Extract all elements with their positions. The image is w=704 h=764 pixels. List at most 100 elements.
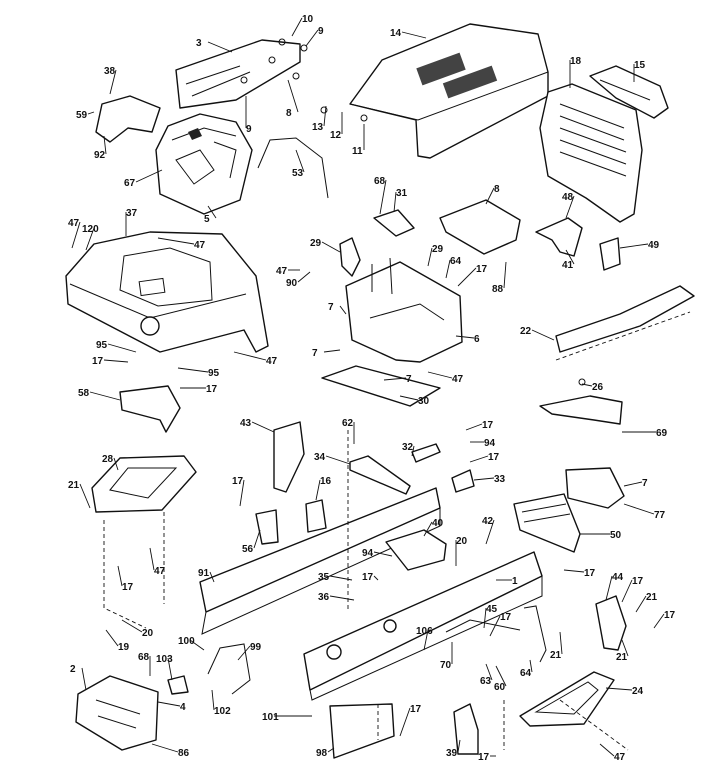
leader-line (297, 271, 311, 283)
part-callout-label: 17 (664, 610, 676, 621)
leader-line (157, 237, 195, 245)
leader-line (329, 595, 355, 601)
leader-line (237, 645, 251, 661)
frame-rail-left-part (199, 487, 441, 635)
plate-part (95, 95, 161, 143)
support-frame-part (321, 257, 463, 407)
leader-line (473, 477, 495, 481)
part-callout-label: 62 (342, 418, 354, 429)
leader-line (623, 481, 643, 487)
part-callout-label: 63 (480, 676, 492, 687)
part-callout-label: 15 (634, 60, 646, 71)
part-callout-label: 17 (122, 582, 134, 593)
leader-line (483, 607, 487, 629)
leader-line (251, 421, 275, 433)
part-callout-label: 17 (476, 264, 488, 275)
part-callout-label: 102 (214, 706, 231, 717)
bracket-44-part (595, 595, 627, 651)
part-callout-label: 35 (318, 572, 330, 583)
leader-line (329, 575, 353, 581)
part-callout-label: 98 (316, 748, 328, 759)
plate-69-part (539, 378, 623, 425)
grille-bar-part (589, 65, 669, 119)
leader-line (89, 391, 121, 401)
leader-line (327, 747, 335, 753)
lever-99-part (207, 643, 251, 695)
leader-line (621, 579, 633, 603)
part-callout-label: 47 (266, 356, 278, 367)
panel-8-part (439, 199, 521, 255)
part-callout-label: 47 (452, 374, 464, 385)
leader-line (291, 17, 303, 37)
leader-line (207, 205, 217, 219)
leader-line (189, 639, 205, 651)
part-callout-label: 40 (432, 518, 444, 529)
leader-line (411, 445, 415, 457)
leader-line (85, 227, 95, 251)
bracket-49-part (599, 237, 621, 271)
part-callout-label: 16 (320, 476, 332, 487)
bracket-16-part (305, 499, 327, 533)
leader-line (469, 455, 489, 463)
leader-line (315, 479, 321, 501)
leader-line (605, 687, 633, 691)
part-callout-label: 7 (312, 348, 318, 359)
leader-line (485, 663, 493, 681)
part-callout-label: 95 (96, 340, 108, 351)
part-callout-label: 9 (318, 26, 324, 37)
leader-line (233, 351, 267, 361)
leader-line (455, 335, 475, 339)
leader-line (565, 195, 575, 219)
part-callout-label: 64 (450, 256, 462, 267)
leader-line (605, 575, 613, 601)
part-callout-label: 18 (570, 56, 582, 67)
leader-line (399, 395, 419, 401)
part-callout-label: 38 (104, 66, 116, 77)
part-callout-label: 58 (78, 388, 90, 399)
leader-line (287, 79, 299, 113)
leader-line (87, 111, 95, 115)
part-callout-label: 45 (486, 604, 498, 615)
part-callout-label: 101 (262, 712, 279, 723)
bracket-48-part (535, 217, 583, 257)
axle-support-part (513, 493, 581, 553)
hood-part (349, 23, 549, 159)
leader-line (635, 595, 647, 613)
part-callout-label: 68 (138, 652, 150, 663)
part-callout-label: 24 (632, 686, 644, 697)
part-callout-label: 17 (410, 704, 422, 715)
leader-line (485, 187, 495, 205)
leader-line (209, 571, 215, 583)
leader-line (149, 547, 155, 571)
part-callout-label: 68 (374, 176, 386, 187)
grille-part (539, 83, 643, 223)
part-callout-label: 17 (232, 476, 244, 487)
part-callout-label: 21 (646, 592, 658, 603)
leader-line (465, 423, 483, 431)
part-callout-label: 8 (494, 184, 500, 195)
assembly-lines (103, 430, 629, 751)
part-callout-label: 49 (648, 240, 660, 251)
leader-line (295, 149, 305, 173)
leader-line (321, 241, 341, 253)
leader-line (485, 519, 495, 545)
leader-line (157, 701, 181, 707)
leader-line (113, 457, 119, 471)
part-callout-label: 56 (242, 544, 254, 555)
part-callout-label: 29 (432, 244, 444, 255)
part-callout-label: 67 (124, 178, 136, 189)
leader-line (457, 267, 477, 287)
part-callout-label: 100 (178, 636, 195, 647)
leader-line (207, 41, 233, 53)
part-callout-label: 44 (612, 572, 624, 583)
leader-line (427, 371, 453, 379)
part-callout-label: 48 (562, 192, 574, 203)
bracket-32-part (411, 443, 441, 463)
part-callout-label: 17 (488, 452, 500, 463)
leader-line (423, 521, 433, 537)
bracket-58-part (119, 385, 181, 433)
part-callout-label: 17 (500, 612, 512, 623)
part-callout-label: 53 (292, 168, 304, 179)
part-callout-label: 47 (276, 266, 288, 277)
part-callout-label: 26 (592, 382, 604, 393)
